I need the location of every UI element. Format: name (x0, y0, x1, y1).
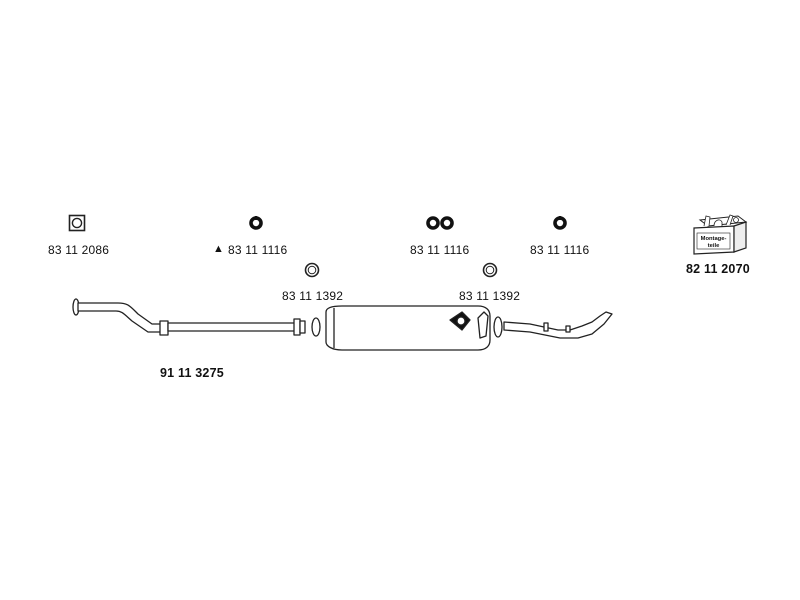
part-number-gasket: 83 11 2086 (48, 243, 110, 257)
part-number-clamp-left: 83 11 1116 (228, 243, 288, 257)
double-clamp-icon (425, 215, 455, 236)
pipe-end-clamp (293, 318, 301, 336)
part-number-ring-right: 83 11 1392 (459, 289, 521, 303)
mounting-kit-label-2: teile (708, 243, 720, 249)
ring-gasket-icon (304, 262, 320, 283)
exhaust-assembly-drawing (60, 290, 620, 365)
middle-pipe (167, 322, 297, 332)
part-number-clamp-right: 83 11 1116 (530, 243, 590, 257)
clamp-icon (552, 215, 568, 236)
front-pipe-bend (77, 302, 165, 333)
muffler-inlet-gasket (311, 317, 321, 337)
mounting-kit-box-icon: Montage- teile (690, 212, 750, 261)
ring-gasket-icon (482, 262, 498, 283)
clamp-icon (248, 215, 264, 236)
tail-pipe (503, 311, 613, 339)
triangle-symbol: ▲ (213, 243, 225, 255)
part-number-ring-left: 83 11 1392 (282, 289, 344, 303)
part-number-clamp-double: 83 11 1116 (410, 243, 470, 257)
part-number-mounting-kit: 82 11 2070 (686, 262, 750, 276)
outlet-clamp (477, 311, 489, 339)
square-gasket-icon (68, 214, 86, 237)
mounting-kit-label-1: Montage- (701, 236, 727, 242)
front-pipe-collar (159, 320, 169, 336)
muffler-outlet-gasket (493, 316, 503, 338)
muffler-body (325, 305, 491, 351)
tail-pipe-bracket (543, 322, 549, 332)
part-number-front-pipe: 91 11 3275 (160, 366, 224, 380)
